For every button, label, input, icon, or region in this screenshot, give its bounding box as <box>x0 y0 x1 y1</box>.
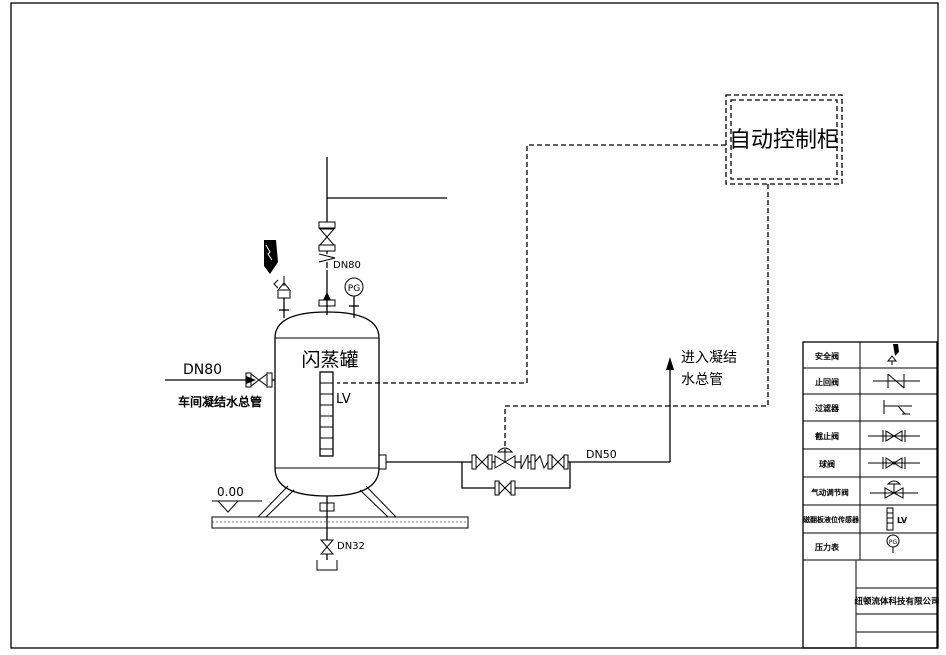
check-valve-icon <box>873 373 920 389</box>
drawing-frame <box>10 2 939 649</box>
signal-line-control-valve <box>504 184 769 452</box>
outlet-destination-line1: 进入凝结 <box>681 350 737 366</box>
flash-tank: 闪蒸罐 LV <box>274 311 387 497</box>
tank-supports: 0.00 <box>211 485 469 529</box>
signal-line-level <box>337 144 726 384</box>
legend-table: 安全阀 止回阀 过滤器 截止阀 球阀 气动调节阀 磁翻板液位传感器 压力表 <box>802 341 940 649</box>
pneumatic-control-valve-icon <box>870 480 918 499</box>
level-sensor <box>319 371 334 457</box>
top-pipe-size: DN80 <box>333 260 361 271</box>
legend-name-3: 截止阀 <box>815 431 839 441</box>
legend-name-1: 止回阀 <box>815 377 839 387</box>
legend-name-6: 磁翻板液位传感器 <box>803 515 860 524</box>
top-vent-pipe: DN80 <box>318 157 447 315</box>
company-name: 纽顿流体科技有限公司 <box>854 596 939 607</box>
control-cabinet-label: 自动控制柜 <box>729 128 839 153</box>
safety-valve-icon <box>886 344 899 365</box>
pressure-gauge-icon: PG <box>886 534 900 553</box>
safety-valve <box>264 240 292 318</box>
legend-name-7: 压力表 <box>815 542 840 552</box>
inlet-name: 车间凝结水总管 <box>178 394 262 409</box>
outlet-size: DN50 <box>586 448 617 461</box>
ball-valve-icon <box>868 457 920 469</box>
legend-name-0: 安全阀 <box>815 351 839 361</box>
pressure-gauge-label: PG <box>348 284 360 294</box>
level-sensor-ticks <box>320 382 333 450</box>
legend-name-2: 过滤器 <box>815 403 840 413</box>
legend-name-4: 球阀 <box>819 459 835 469</box>
tank-label: 闪蒸罐 <box>301 349 358 371</box>
level-tag: LV <box>336 392 351 407</box>
control-cabinet: 自动控制柜 <box>725 94 843 185</box>
inlet-size: DN80 <box>183 362 222 378</box>
inlet-pipe: DN80 车间凝结水总管 <box>165 362 275 409</box>
legend-level-tag: LV <box>897 516 908 525</box>
legend-name-5: 气动调节阀 <box>810 487 849 497</box>
magnetic-level-sensor-icon: LV <box>886 507 908 531</box>
globe-valve-icon <box>868 430 920 442</box>
foundation-slab <box>211 516 469 529</box>
drain-size: DN32 <box>337 541 365 552</box>
elevation-label: 0.00 <box>217 485 244 499</box>
strainer-icon <box>883 400 912 415</box>
drain-pipe: DN32 <box>316 496 365 571</box>
pressure-gauge: PG <box>344 277 364 318</box>
legend-pg-label: PG <box>889 539 898 546</box>
outlet-destination-line2: 水总管 <box>681 372 723 388</box>
outlet-pipe: DN50 进入凝结 水总管 <box>386 350 737 496</box>
